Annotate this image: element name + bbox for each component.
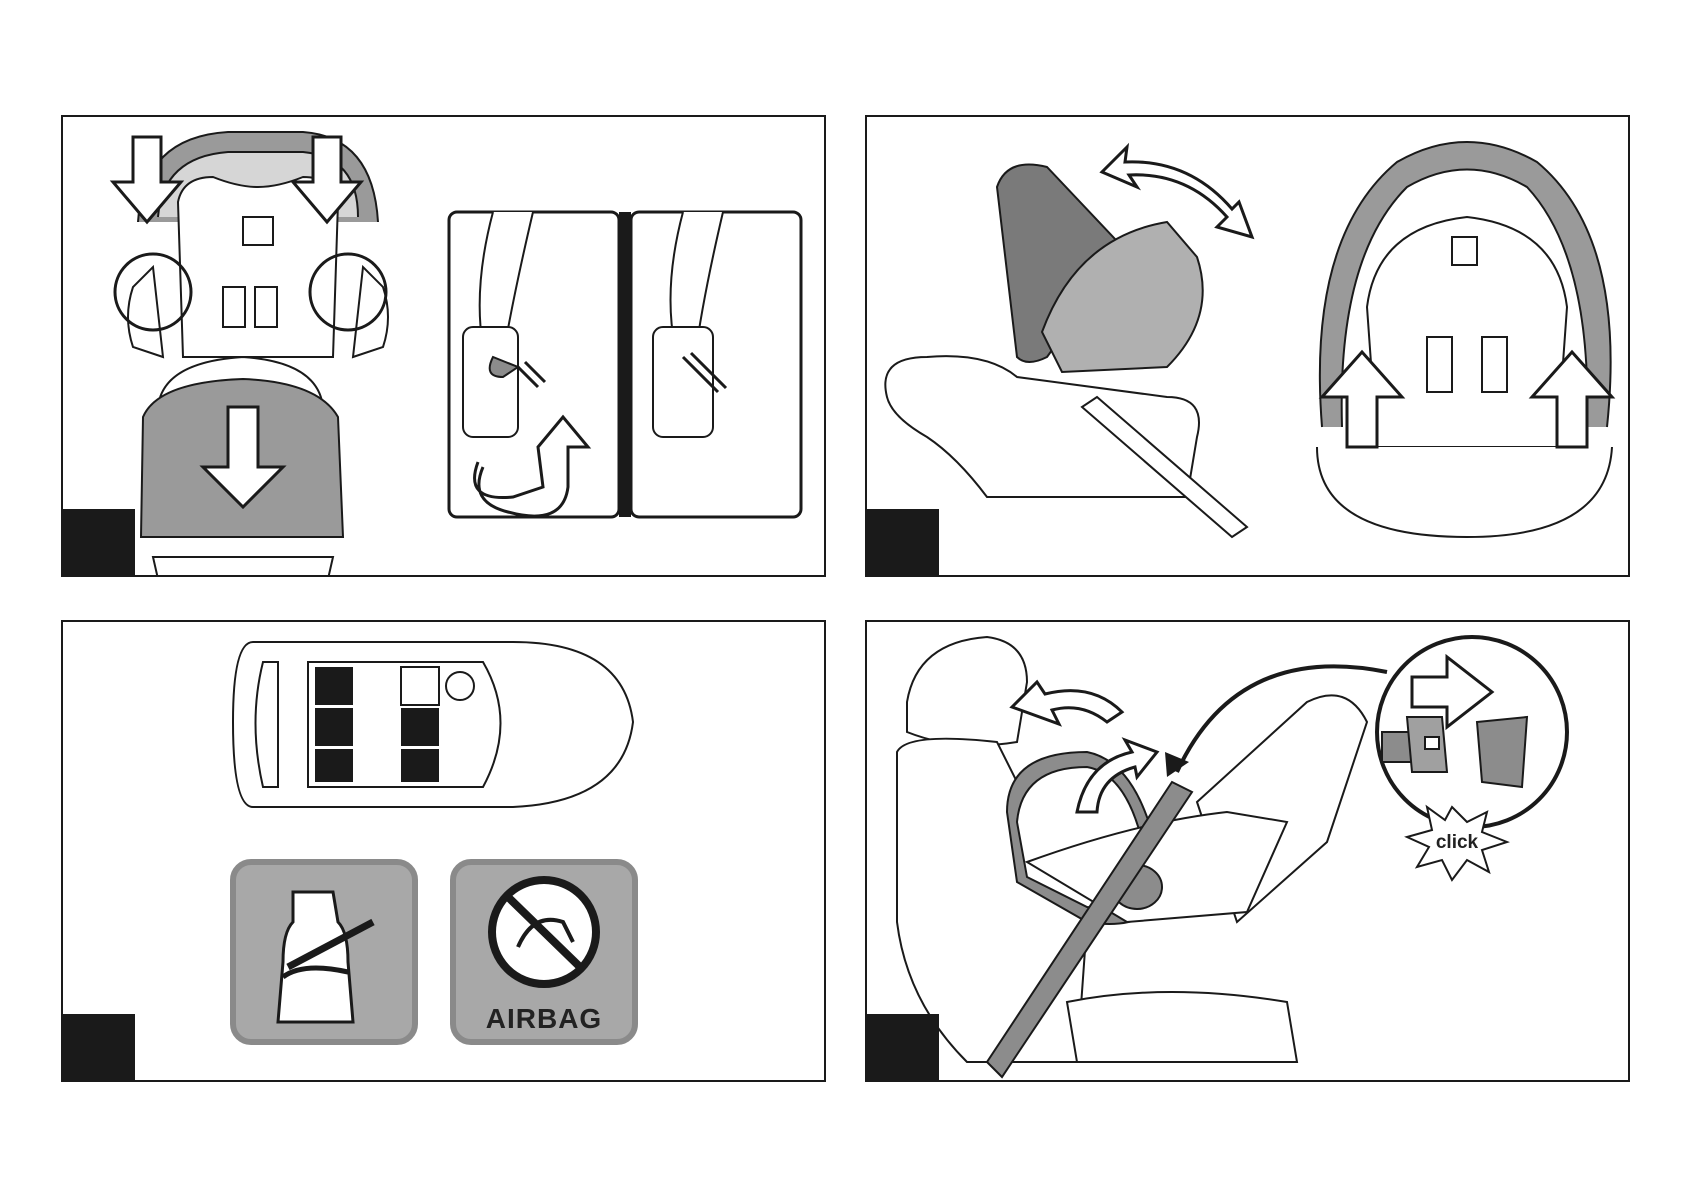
step-number-box (63, 1014, 135, 1082)
step-number-box (63, 509, 135, 577)
strap-detail-box-left (449, 212, 619, 517)
instruction-panel-handle-position (865, 115, 1630, 577)
belt-installation-illustration: click (867, 622, 1630, 1082)
car-seat-side-view (885, 165, 1247, 538)
step-number-box (867, 509, 939, 577)
instruction-panel-remove-canopy (61, 115, 826, 577)
steering-wheel-icon (446, 672, 474, 700)
step-number-box (867, 1014, 939, 1082)
handle-adjust-illustration (867, 117, 1630, 577)
vehicle-seat-belt-icon (233, 862, 415, 1042)
front-passenger-seat (401, 667, 439, 705)
buckle-detail-circle (1377, 637, 1567, 827)
rotate-double-arrow-icon (1102, 147, 1252, 237)
car-seat-front-view-handle (1317, 142, 1612, 537)
instruction-panel-seat-positions: AIRBAG (61, 620, 826, 1082)
car-seat-top-view (128, 132, 388, 357)
airbag-label: AIRBAG (486, 1003, 602, 1034)
canopy-removal-illustration (63, 117, 826, 577)
car-seating-diagram: AIRBAG (63, 622, 826, 1082)
rotate-arrow-left-icon (1012, 682, 1122, 724)
no-airbag-icon: AIRBAG (453, 862, 635, 1042)
instruction-panel-belt-install: click (865, 620, 1630, 1082)
strap-detail-box-right (631, 212, 801, 517)
click-label: click (1436, 832, 1479, 853)
